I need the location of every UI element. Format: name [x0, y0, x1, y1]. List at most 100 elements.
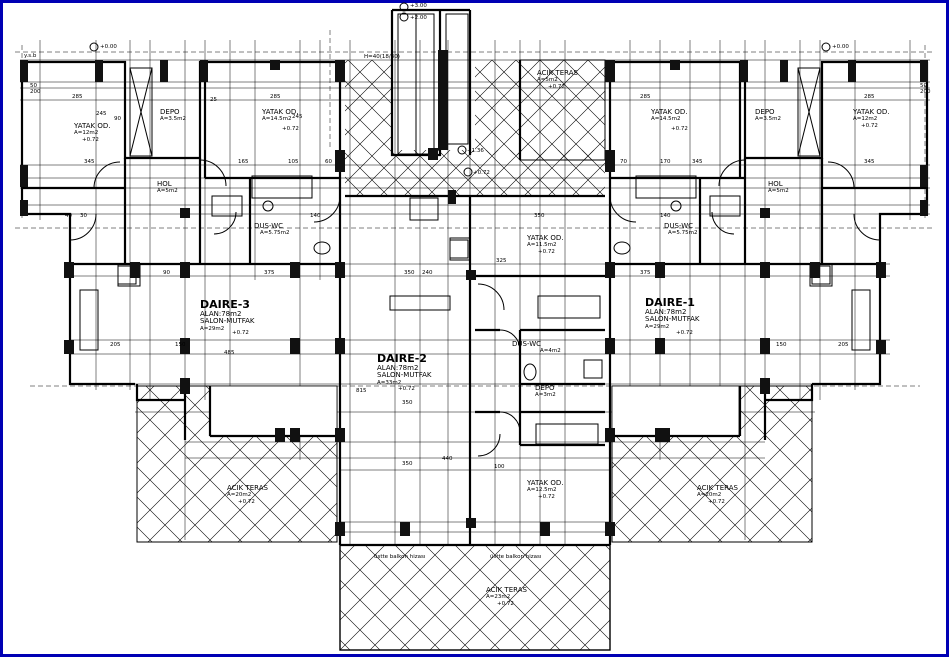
corridor-hatch	[345, 150, 605, 196]
dim: 70	[620, 159, 627, 165]
dim: 50	[30, 83, 37, 89]
room-level: +0.72	[708, 499, 725, 505]
unit-salon-area: A=29m2	[645, 324, 669, 330]
room-name: YATAK OD.	[650, 108, 687, 116]
room-area: A=14.5m2	[651, 116, 680, 122]
room-level: +0.72	[671, 126, 688, 132]
terrace-bottom	[339, 544, 611, 651]
level-label: +0.00	[100, 44, 117, 50]
dim: 375	[264, 270, 275, 276]
columns	[20, 50, 928, 536]
dim: 150	[776, 342, 787, 348]
room-area: A=20m2	[697, 492, 721, 498]
unit-level: +0.72	[232, 330, 249, 336]
dim: 105	[288, 159, 299, 165]
room-name: YATAK OD.	[852, 108, 889, 116]
dim: 345	[864, 159, 875, 165]
room-area: A=5m2	[768, 188, 789, 194]
dim: 285	[864, 94, 875, 100]
unit-salon: SALON-MUTFAK	[645, 315, 700, 323]
room-name: DUS-WC	[512, 340, 541, 348]
room-area: A=14.5m2	[262, 116, 291, 122]
unit-daire-1: DAIRE-1 ALAN:78m2 SALON-MUTFAK A=29m2 +0…	[645, 296, 700, 336]
dim: 60	[325, 159, 332, 165]
room-labels: YATAK OD. A=12m2 +0.72 DEPO A=3.5m2 YATA…	[73, 69, 889, 607]
doors	[69, 159, 881, 457]
unit-name: DAIRE-2	[377, 352, 427, 365]
dim: 285	[640, 94, 651, 100]
mid-hatch	[475, 60, 520, 155]
balcony-note: üstte balkon hizası	[490, 554, 542, 560]
dim: 90	[114, 116, 121, 122]
room-name: DEPO	[535, 384, 555, 392]
unit-area: ALAN:78m2	[377, 364, 418, 372]
room-name: ACIK TERAS	[227, 484, 269, 492]
terrace-left-inner	[209, 385, 338, 437]
room-name: DEPO	[160, 108, 180, 116]
room-name: YATAK OD.	[526, 234, 563, 242]
shaft-hatch-l	[345, 60, 392, 150]
dim: 40	[65, 213, 72, 219]
room-level: +0.72	[538, 249, 555, 255]
room-level: +0.72	[82, 137, 99, 143]
room-area: A=4m2	[540, 348, 561, 354]
dim: 440	[442, 456, 453, 462]
room-area: A=23m2	[486, 594, 510, 600]
dim: 285	[270, 94, 281, 100]
dim: 25	[210, 97, 217, 103]
dim: 205	[110, 342, 121, 348]
dim: 170	[660, 159, 671, 165]
room-level: +0.72	[548, 84, 565, 90]
unit-daire-2: DAIRE-2 ALAN:78m2 SALON-MUTFAK A=33m2 +0…	[377, 352, 432, 392]
room-name: YATAK OD.	[261, 108, 298, 116]
dim: 245	[96, 111, 107, 117]
unit-level: +0.72	[676, 330, 693, 336]
dimension-labels: 285 245 345 285 245 345 375 240 350 375 …	[30, 83, 931, 470]
unit-salon: SALON-MUTFAK	[377, 371, 432, 379]
dim: 350	[404, 270, 415, 276]
unit-name: DAIRE-3	[200, 298, 250, 311]
dim: 325	[496, 258, 507, 264]
room-area: A=5m2	[157, 188, 178, 194]
dim: 375	[640, 270, 651, 276]
room-name: ACIK TERAS	[697, 484, 739, 492]
dim: 150	[175, 342, 186, 348]
unit-name: DAIRE-1	[645, 296, 695, 309]
dim: 200	[920, 89, 931, 95]
dim: 815	[356, 388, 367, 394]
room-name: YATAK OD.	[526, 479, 563, 487]
room-level: +0.72	[861, 123, 878, 129]
dim: 350	[402, 461, 413, 467]
ysb-note: y.s.b	[24, 53, 37, 59]
room-name: YATAK OD.	[73, 122, 110, 130]
unit-daire-3: DAIRE-3 ALAN:78m2 SALON-MUTFAK A=29m2 +0…	[200, 298, 255, 336]
level-markers: +3.00 +2.00 +1.36 +0.72 +0.00 +0.00 H=40…	[24, 2, 849, 560]
dim: 50	[920, 83, 927, 89]
room-name: DEPO	[755, 108, 775, 116]
room-area: A=5.75m2	[668, 230, 697, 236]
dim: 30	[80, 213, 87, 219]
room-name: ACIK TERAS	[486, 586, 528, 594]
dim: 100	[494, 464, 505, 470]
room-level: +0.72	[238, 499, 255, 505]
unit-salon-area: A=29m2	[200, 326, 224, 332]
level-label: +0.00	[832, 44, 849, 50]
room-area: A=3.5m2	[160, 116, 186, 122]
room-area: A=12m2	[74, 130, 98, 136]
dim: 350	[534, 213, 545, 219]
dim: 485	[224, 350, 235, 356]
terrace-top	[519, 59, 606, 161]
room-area: A=11.5m2	[527, 242, 556, 248]
dim: 205	[838, 342, 849, 348]
dim: 345	[692, 159, 703, 165]
level-label: +3.00	[410, 3, 427, 9]
room-level: +0.72	[538, 494, 555, 500]
level-label: +2.00	[410, 15, 427, 21]
dim: 350	[402, 400, 413, 406]
walls	[20, 8, 929, 547]
room-name: HOL	[157, 180, 172, 188]
balcony-note: üstte balkon hizası	[374, 554, 426, 560]
terrace-right-inner	[611, 385, 740, 437]
room-level: +0.72	[282, 126, 299, 132]
